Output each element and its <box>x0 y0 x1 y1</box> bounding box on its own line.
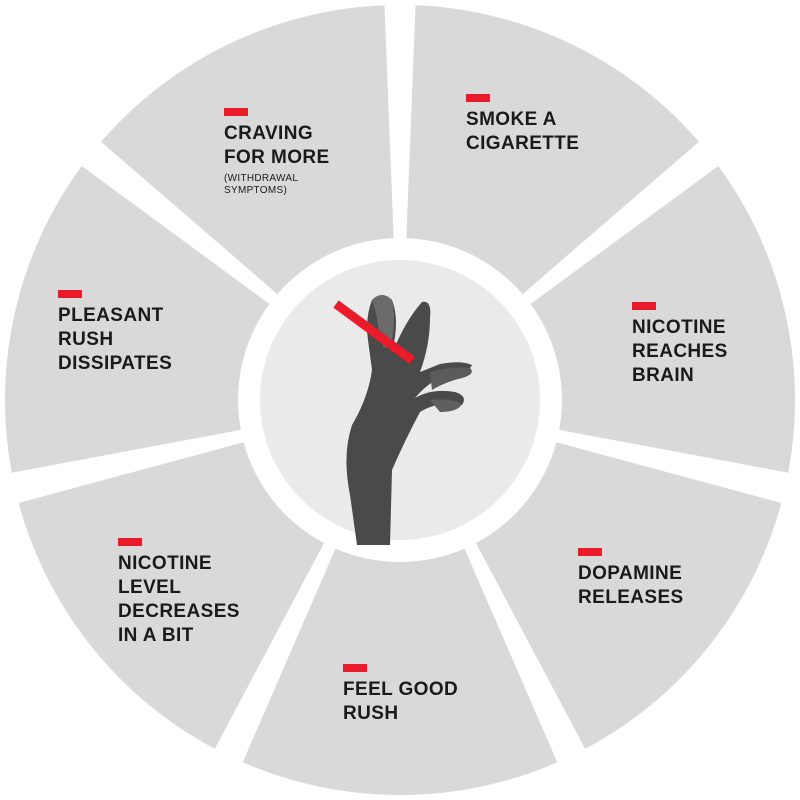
step-label-line: RELEASES <box>578 587 684 608</box>
step-label-line: FEEL GOOD <box>343 679 459 700</box>
cycle-segment <box>18 442 325 749</box>
cycle-segment <box>406 5 699 295</box>
step-label: FEEL GOOD RUSH <box>343 678 458 726</box>
step-label-line: DECREASES <box>118 601 240 622</box>
step-marker <box>224 108 248 116</box>
step-label-line: DOPAMINE <box>578 563 683 584</box>
step-marker <box>466 94 490 102</box>
step-label: SMOKE A CIGARETTE <box>466 108 579 156</box>
step-marker <box>632 302 656 310</box>
cycle-segment <box>242 548 558 795</box>
step-label: DOPAMINE RELEASES <box>578 562 684 610</box>
step-marker <box>118 538 142 546</box>
cycle-segment <box>475 442 782 749</box>
hand-cigarette-icon <box>333 295 472 545</box>
step-label-line: PLEASANT <box>58 305 164 326</box>
step-label-line: FOR MORE <box>224 147 330 168</box>
step-note: (WITHDRAWAL SYMPTOMS) <box>224 173 298 196</box>
step-marker <box>578 548 602 556</box>
cycle-segment <box>530 166 795 473</box>
step-label-line: IN A BIT <box>118 625 194 646</box>
step-label-line: CIGARETTE <box>466 133 580 154</box>
step-label-line: BRAIN <box>632 365 695 386</box>
step-label: NICOTINE LEVEL DECREASES IN A BIT <box>118 552 240 648</box>
cycle-segment <box>101 5 394 295</box>
step-label-line: SMOKE A <box>466 109 557 130</box>
cycle-segment <box>5 166 270 473</box>
step-label-line: RUSH <box>58 329 114 350</box>
step-label-line: NICOTINE <box>632 317 726 338</box>
step-label-line: DISSIPATES <box>58 353 173 374</box>
step-label-line: LEVEL <box>118 577 182 598</box>
step-label-line: NICOTINE <box>118 553 212 574</box>
step-marker <box>343 664 367 672</box>
segment-ring <box>5 5 795 795</box>
step-label-line: CRAVING <box>224 123 314 144</box>
step-marker <box>58 290 82 298</box>
step-label: NICOTINE REACHES BRAIN <box>632 316 728 388</box>
step-label: CRAVING FOR MORE (WITHDRAWAL SYMPTOMS) <box>224 122 330 197</box>
step-label: PLEASANT RUSH DISSIPATES <box>58 304 172 376</box>
step-label-line: RUSH <box>343 703 399 724</box>
step-label-line: REACHES <box>632 341 728 362</box>
